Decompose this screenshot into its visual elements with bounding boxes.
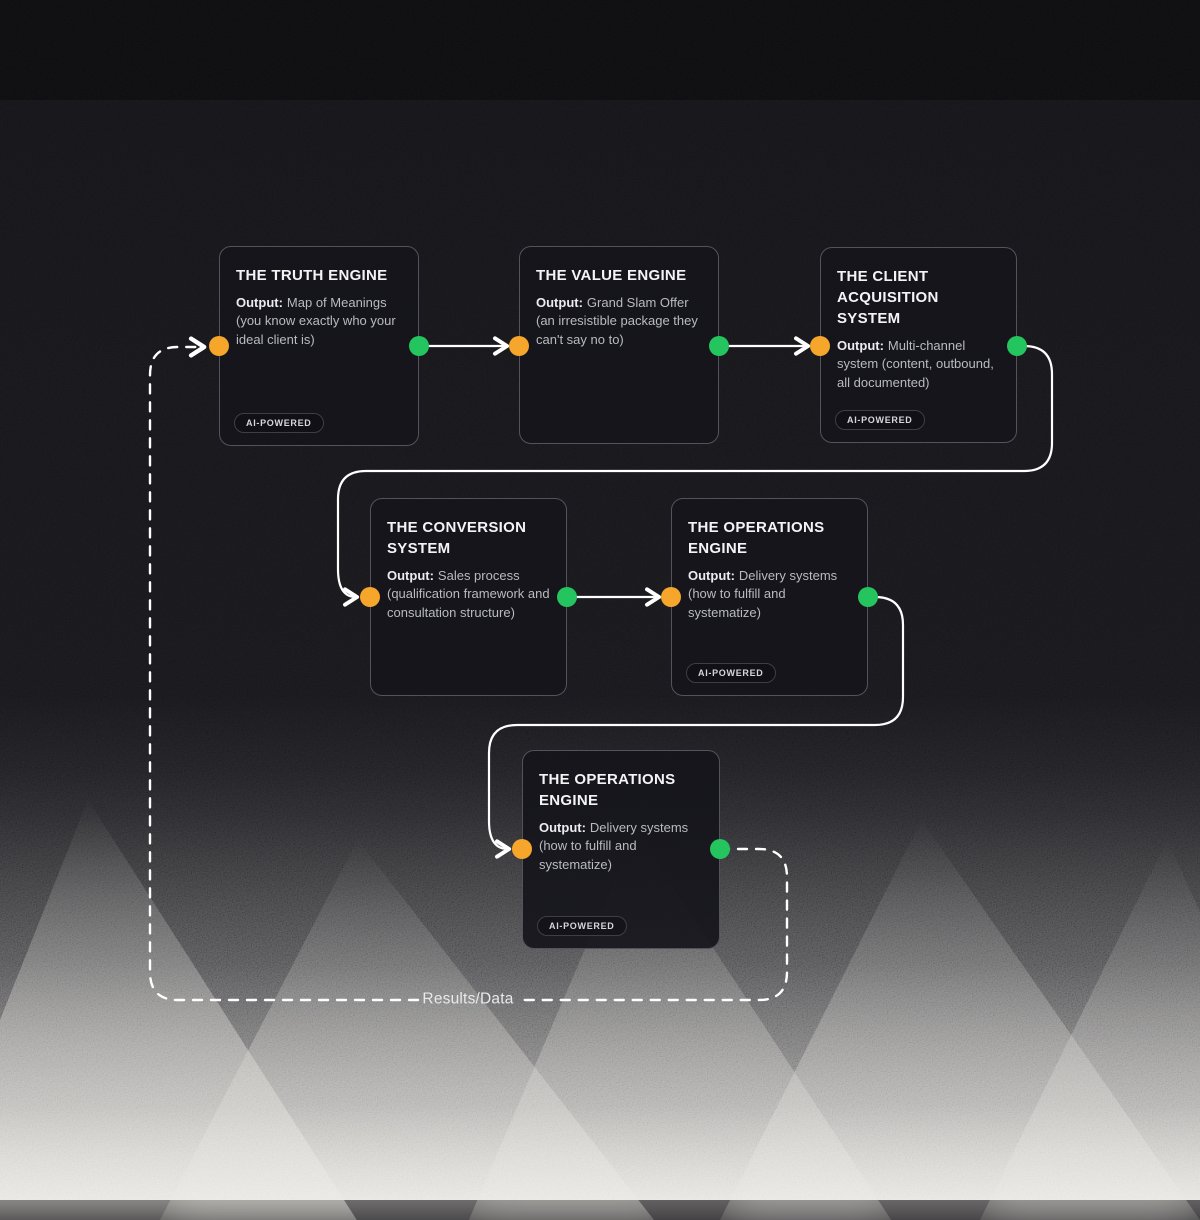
feedback-loop-label: Results/Data	[422, 990, 514, 1008]
top-black-bar	[0, 0, 1200, 100]
node-title: THE OPERATIONS ENGINE	[539, 771, 676, 809]
node-output: Output:Delivery systems (how to fulfill …	[688, 567, 851, 622]
node-title: THE OPERATIONS ENGINE	[688, 519, 825, 557]
node-output: Output:Sales process (qualification fram…	[387, 567, 550, 622]
node-output: Output:Multi-channel system (content, ou…	[837, 337, 1000, 392]
node-operations-engine-1[interactable]: THE OPERATIONS ENGINE Output:Delivery sy…	[671, 498, 868, 696]
output-label: Output:	[236, 295, 283, 310]
output-label: Output:	[387, 568, 434, 583]
node-title: THE VALUE ENGINE	[536, 267, 687, 284]
node-output: Output:Map of Meanings (you know exactly…	[236, 294, 402, 349]
ai-powered-badge: AI-POWERED	[835, 410, 925, 430]
ai-powered-badge: AI-POWERED	[234, 413, 324, 433]
node-client-acquisition-system[interactable]: THE CLIENT ACQUISITION SYSTEM Output:Mul…	[820, 247, 1017, 443]
node-output: Output:Delivery systems (how to fulfill …	[539, 819, 703, 874]
node-operations-engine-2[interactable]: THE OPERATIONS ENGINE Output:Delivery sy…	[522, 750, 720, 949]
node-title: THE CLIENT ACQUISITION SYSTEM	[837, 268, 939, 327]
output-label: Output:	[688, 568, 735, 583]
ai-powered-badge: AI-POWERED	[537, 916, 627, 936]
node-title: THE TRUTH ENGINE	[236, 267, 388, 284]
output-label: Output:	[837, 338, 884, 353]
node-value-engine[interactable]: THE VALUE ENGINE Output:Grand Slam Offer…	[519, 246, 719, 444]
node-truth-engine[interactable]: THE TRUTH ENGINE Output:Map of Meanings …	[219, 246, 419, 446]
ai-powered-badge: AI-POWERED	[686, 663, 776, 683]
output-label: Output:	[536, 295, 583, 310]
node-conversion-system[interactable]: THE CONVERSION SYSTEM Output:Sales proce…	[370, 498, 567, 696]
node-title: THE CONVERSION SYSTEM	[387, 519, 527, 557]
node-output: Output:Grand Slam Offer (an irresistible…	[536, 294, 702, 349]
output-label: Output:	[539, 820, 586, 835]
